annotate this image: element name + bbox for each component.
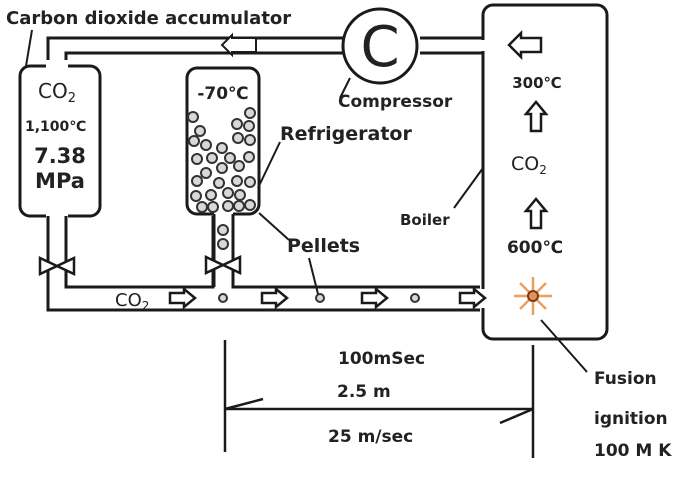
boiler-up-arrow-icon-upper	[523, 100, 549, 133]
accumulator-leader	[25, 29, 33, 67]
accumulator-pressure-value: 7.38	[34, 144, 86, 168]
compressor: C	[341, 7, 419, 85]
pellet	[200, 167, 212, 179]
fusion-leader	[540, 319, 588, 373]
pellet	[218, 293, 228, 303]
pellet	[217, 224, 229, 236]
pellet	[206, 152, 218, 164]
pellet	[207, 201, 219, 213]
boiler-outlet-temperature: 300℃	[512, 74, 561, 92]
pipe-flow-arrows	[168, 286, 487, 310]
refrigerator-leader	[257, 141, 281, 189]
pellet	[216, 142, 228, 154]
pipe-pellets	[218, 293, 420, 303]
pellet	[244, 199, 256, 211]
flow-arrow-right-icon	[260, 286, 289, 310]
accumulator-pressure-unit: MPa	[35, 169, 85, 193]
pellet	[244, 134, 256, 146]
boiler-outlet-arrow-icon	[507, 29, 543, 61]
pellet	[205, 189, 217, 201]
pellet	[191, 153, 203, 165]
compressor-label: Compressor	[338, 92, 453, 112]
fusion-label-line2: ignition	[594, 409, 668, 429]
pellet	[232, 132, 244, 144]
pellet	[196, 201, 208, 213]
pellet	[216, 162, 228, 174]
pellet	[244, 176, 256, 188]
pellet	[194, 125, 206, 137]
pellet	[231, 175, 243, 187]
pellet	[233, 200, 245, 212]
boiler-gas: CO2	[511, 153, 547, 177]
pellet	[222, 187, 234, 199]
accumulator-tank	[18, 60, 102, 222]
compressor-symbol: C	[360, 15, 399, 80]
dimension-time: 100mSec	[338, 349, 425, 369]
pellet	[244, 107, 256, 119]
boiler-leader	[453, 167, 484, 209]
fusion-label-line1: Fusion	[594, 369, 657, 389]
pellet	[222, 200, 234, 212]
refrigerator-outlet-pipe	[212, 214, 480, 289]
refrigerator-valve	[204, 255, 242, 275]
compressor-leader	[339, 77, 351, 99]
pellets-leader-bottom	[308, 257, 319, 295]
pellet	[190, 190, 202, 202]
accumulator-label: Carbon dioxide accumulator	[6, 8, 291, 29]
pellets-label: Pellets	[287, 235, 360, 257]
boiler-up-arrow-icon-lower	[523, 197, 549, 230]
dimension-distance: 2.5 m	[337, 382, 391, 402]
pellet	[233, 160, 245, 172]
refrigerator-label: Refrigerator	[280, 123, 412, 145]
boiler-vessel	[481, 3, 609, 341]
pellet	[315, 293, 325, 303]
accumulator-valve	[38, 256, 76, 276]
pellets-leader-top	[258, 212, 290, 241]
pellet	[243, 151, 255, 163]
pipe-gas-label: CO2	[115, 290, 149, 313]
dimension-marker	[223, 340, 535, 458]
accumulator-temperature: 1,100℃	[25, 119, 86, 135]
fusion-ignition-icon	[514, 277, 552, 315]
refrigerator-temperature: -70℃	[197, 84, 248, 104]
boiler-label: Boiler	[400, 211, 450, 229]
flow-arrow-right-icon	[360, 286, 389, 310]
pellet	[213, 177, 225, 189]
accumulator-gas: CO2	[38, 79, 76, 106]
pellet	[231, 118, 243, 130]
pellet	[410, 293, 420, 303]
pellet-cluster	[187, 107, 256, 250]
pellet	[224, 152, 236, 164]
pellet	[200, 139, 212, 151]
flow-arrow-right-icon	[168, 286, 197, 310]
flow-arrow-right-icon	[458, 286, 487, 310]
pellet	[191, 175, 203, 187]
pellet	[217, 238, 229, 250]
dimension-speed: 25 m/sec	[328, 427, 413, 447]
pellet	[234, 189, 246, 201]
pellet	[187, 111, 199, 123]
pellet	[243, 120, 255, 132]
fusion-label-line3: 100 M K	[594, 441, 672, 461]
boiler-inlet-temperature: 600℃	[507, 238, 563, 258]
pellet	[188, 135, 200, 147]
flow-arrow-left-top	[220, 32, 257, 58]
